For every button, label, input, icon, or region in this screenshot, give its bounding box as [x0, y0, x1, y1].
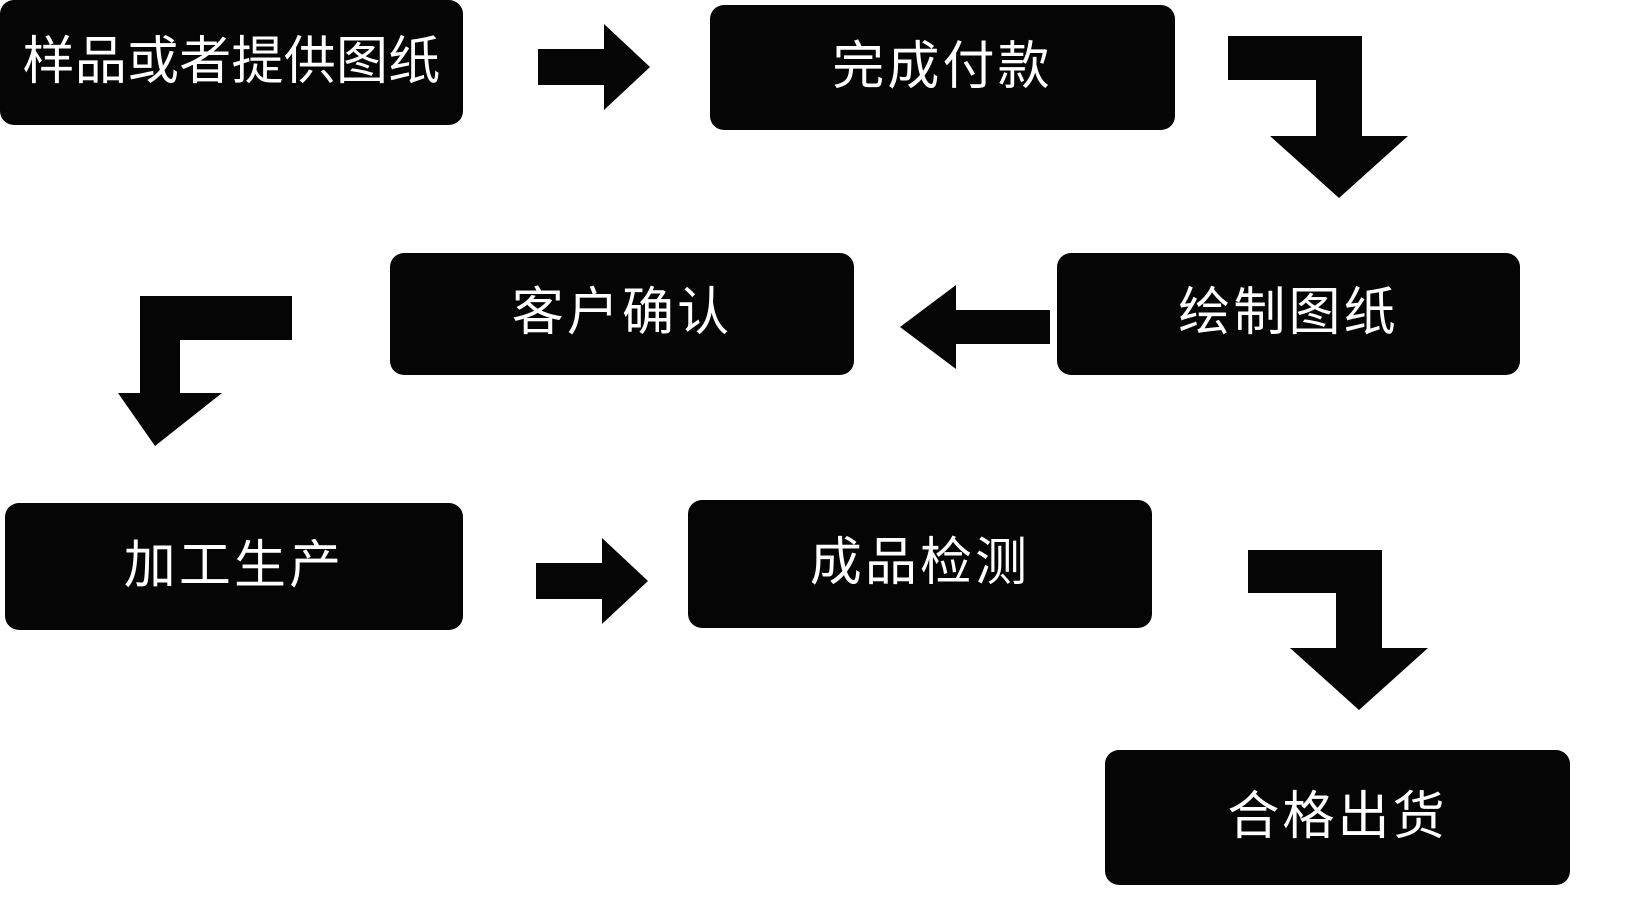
- flow-node-label: 加工生产: [123, 536, 345, 595]
- flow-node-sample-or-drawing[interactable]: 样品或者提供图纸: [0, 0, 463, 125]
- flow-node-label: 绘制图纸: [1178, 284, 1399, 343]
- flow-node-finished-product-inspection[interactable]: 成品检测: [688, 500, 1152, 628]
- arrow-right-icon-step1-to-step2: [538, 24, 650, 110]
- flow-node-label: 合格出货: [1227, 787, 1448, 846]
- arrow-left-icon-step3-to-step4: [900, 285, 1050, 369]
- arrow-elbow-right-down-icon-step6-to-step7: [1248, 550, 1428, 710]
- arrow-elbow-right-down-icon-step2-to-step3: [1228, 36, 1408, 198]
- flow-node-draw-drawing[interactable]: 绘制图纸: [1057, 253, 1520, 375]
- flow-node-label: 样品或者提供图纸: [22, 32, 441, 91]
- flow-node-label: 完成付款: [832, 37, 1053, 96]
- flow-node-production[interactable]: 加工生产: [5, 503, 463, 630]
- arrow-right-icon-step5-to-step6: [536, 538, 648, 624]
- flow-node-customer-confirmation[interactable]: 客户确认: [390, 253, 854, 375]
- flow-node-payment-completed[interactable]: 完成付款: [710, 5, 1175, 130]
- flow-node-qualified-shipment[interactable]: 合格出货: [1105, 750, 1570, 885]
- flow-node-label: 成品检测: [809, 534, 1031, 593]
- flow-node-label: 客户确认: [511, 284, 733, 343]
- arrow-elbow-left-down-icon-step4-to-step5: [118, 296, 292, 446]
